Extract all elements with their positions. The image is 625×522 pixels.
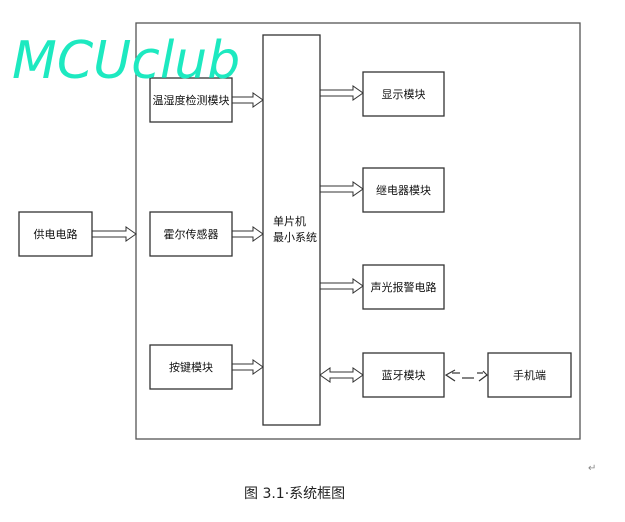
figure-caption: 图 3.1·系统框图 <box>244 486 345 502</box>
block-label: 霍尔传感器 <box>164 228 219 241</box>
block-label: 按键模块 <box>169 360 213 374</box>
arrow-hall-to-mcu <box>231 226 264 242</box>
system-boundary <box>135 22 581 440</box>
arrow-mcu-to-alarm <box>319 278 364 294</box>
block-label: 显示模块 <box>382 88 426 101</box>
block-keys: 按键模块 <box>149 344 233 390</box>
block-label: 声光报警电路 <box>371 280 437 294</box>
block-hall-sensor: 霍尔传感器 <box>149 211 233 257</box>
arrow-mcu-to-display <box>319 85 364 101</box>
wireless-link <box>444 369 488 382</box>
arrow-mcu-to-relay <box>319 181 364 197</box>
arrow-keys-to-mcu <box>231 359 264 375</box>
arrow-mcu-bluetooth-bidirectional <box>319 367 364 383</box>
block-label: 单片机 <box>273 214 306 228</box>
arrow-temp-to-mcu <box>231 92 264 108</box>
block-mcu: 单片机 最小系统 <box>262 34 321 426</box>
block-relay: 继电器模块 <box>362 167 445 213</box>
watermark-logo: MCUclub <box>12 31 240 91</box>
block-label: 继电器模块 <box>376 184 431 197</box>
block-alarm: 声光报警电路 <box>362 264 445 310</box>
block-label: 供电电路 <box>34 227 78 241</box>
block-label: 温湿度检测模块 <box>153 93 230 107</box>
block-display: 显示模块 <box>362 71 445 117</box>
block-temp-humidity: 温湿度检测模块 <box>149 77 233 123</box>
block-label: 手机端 <box>513 368 546 382</box>
arrow-power-to-system <box>91 226 137 242</box>
block-power: 供电电路 <box>18 211 93 257</box>
paragraph-mark: ↵ <box>588 463 596 474</box>
block-phone: 手机端 <box>487 352 572 398</box>
block-label: 最小系统 <box>273 231 317 244</box>
block-label: 蓝牙模块 <box>382 369 426 382</box>
block-bluetooth: 蓝牙模块 <box>362 352 445 398</box>
